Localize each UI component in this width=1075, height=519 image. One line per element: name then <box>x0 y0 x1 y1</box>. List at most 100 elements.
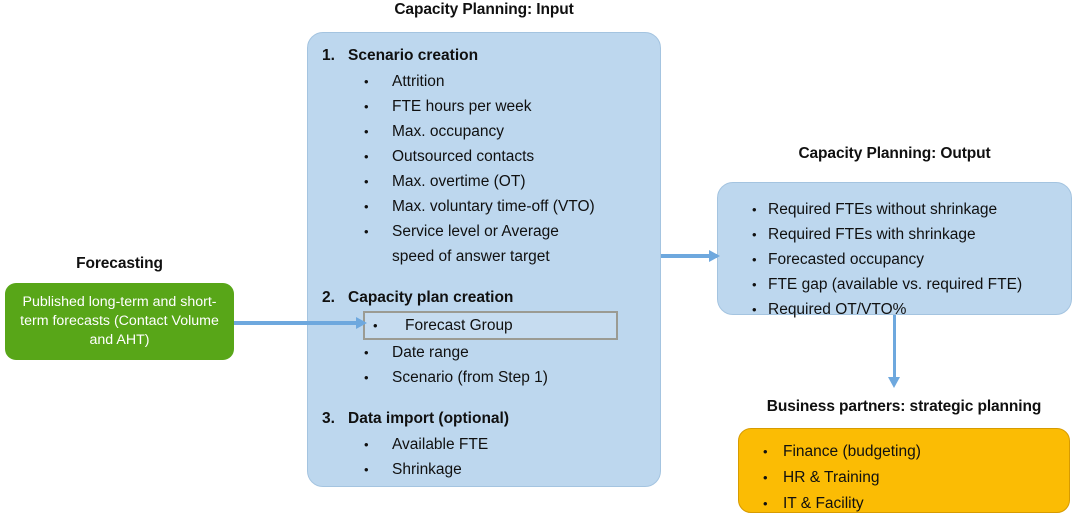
heading-capacity-planning-input: Capacity Planning: Input <box>394 1 574 18</box>
input-step-item-line1: Max. voluntary time-off (VTO) <box>392 198 595 215</box>
partner-item-label: Finance (budgeting) <box>783 443 921 460</box>
bullet-icon: • <box>763 444 768 459</box>
input-step-heading: 1. Scenario creation <box>322 43 652 69</box>
partner-item-label: HR & Training <box>783 469 880 486</box>
input-step-item: • FTE hours per week <box>322 94 652 119</box>
input-step-item: • Service level or Average speed of answer… <box>322 219 652 269</box>
step-spacer <box>322 390 652 406</box>
arrow-output-to-partners-line <box>893 315 896 381</box>
capacity-planning-input-box: 1. Scenario creation • Attrition • FTE hours … <box>307 32 661 487</box>
input-step-item-line1: Available FTE <box>392 436 489 453</box>
input-step-item: • Max. overtime (OT) <box>322 169 652 194</box>
input-step-item: • Date range <box>322 340 652 365</box>
input-step-item-label: Outsourced contacts <box>392 144 652 169</box>
input-step-item-label: Max. overtime (OT) <box>392 169 652 194</box>
input-step-title: Scenario creation <box>348 47 479 64</box>
input-step-title: Data import (optional) <box>348 410 510 427</box>
business-partners-box: • Finance (budgeting) •HR & Training • IT & … <box>738 428 1070 513</box>
input-step-item-line1: Forecast Group <box>405 317 513 334</box>
partners-items-list: • Finance (budgeting) •HR & Training • IT & … <box>739 429 1069 512</box>
heading-forecasting: Forecasting <box>76 255 163 272</box>
bullet-icon: • <box>364 370 369 385</box>
input-step-item-label: Max. voluntary time-off (VTO) <box>392 194 652 219</box>
input-step-item: • Max. occupancy <box>322 119 652 144</box>
partner-item: • IT & Facility <box>751 491 1059 517</box>
input-step-sublist: • Attrition • FTE hours per week • Max. occup… <box>322 69 652 269</box>
bullet-icon: • <box>364 174 369 189</box>
input-step-item-line1: Service level or Average <box>392 223 559 240</box>
partner-item-label: IT & Facility <box>783 495 864 512</box>
input-step-item-line1: Attrition <box>392 73 445 90</box>
arrow-input-to-output-line <box>661 254 717 258</box>
bullet-icon: • <box>364 345 369 360</box>
input-step-item: • Attrition <box>322 69 652 94</box>
capacity-planning-output-box: •Required FTEs without shrinkage•Require… <box>717 182 1072 318</box>
output-items-list: •Required FTEs without shrinkage•Require… <box>718 183 1071 318</box>
bullet-icon: • <box>364 74 369 89</box>
input-step-item-line1: Outsourced contacts <box>392 148 535 165</box>
output-item-label: Required OT/VTO% <box>768 301 907 318</box>
forecasting-box-text: Published long-term and short-term forec… <box>20 294 219 348</box>
forecast-group-highlighted-row[interactable]: •Forecast Group <box>363 311 618 340</box>
input-step-item-line2: speed of answer target <box>392 248 550 265</box>
input-step-item-line1: Max. occupancy <box>392 123 504 140</box>
input-step-item-label: Service level or Average speed of answer … <box>392 219 652 269</box>
bullet-icon: • <box>364 437 369 452</box>
bullet-icon: • <box>364 124 369 139</box>
arrow-forecasting-to-input-head <box>356 317 367 329</box>
output-item-label: Required FTEs with shrinkage <box>768 226 976 243</box>
output-item: •Forecasted occupancy <box>734 247 1061 272</box>
arrow-forecasting-to-input-line <box>234 321 360 325</box>
bullet-icon: • <box>364 462 369 477</box>
bullet-icon: • <box>752 302 757 317</box>
input-step-heading: 2. Capacity plan creation <box>322 285 652 311</box>
output-item: • Required OT/VTO% <box>734 297 1061 322</box>
bullet-icon: • <box>364 224 369 239</box>
bullet-icon: • <box>364 99 369 114</box>
input-step-item-label: FTE hours per week <box>392 94 652 119</box>
bullet-icon: • <box>364 199 369 214</box>
input-step-item: • Available FTE <box>322 432 652 457</box>
partner-item: • Finance (budgeting) <box>751 439 1059 465</box>
input-step-heading: 3. Data import (optional) <box>322 406 652 432</box>
bullet-icon: • <box>364 149 369 164</box>
output-item-label: Forecasted occupancy <box>768 251 924 268</box>
heading-capacity-planning-output: Capacity Planning: Output <box>798 145 991 162</box>
output-item: •FTE gap (available vs. required FTE) <box>734 272 1061 297</box>
output-item: •Required FTEs with shrinkage <box>734 222 1061 247</box>
input-step-item: • Shrinkage <box>322 457 652 482</box>
step-spacer <box>322 269 652 285</box>
output-item: •Required FTEs without shrinkage <box>734 197 1061 222</box>
heading-business-partners: Business partners: strategic planning <box>766 398 1042 415</box>
input-step-item-label: Max. occupancy <box>392 119 652 144</box>
input-step-item-line1: FTE hours per week <box>392 98 532 115</box>
input-step-item-line1: Scenario (from Step 1) <box>392 369 548 386</box>
bullet-icon: • <box>763 496 768 511</box>
input-step: 3. Data import (optional) • Available FTE • S… <box>322 406 652 482</box>
input-step-item-label: Scenario (from Step 1) <box>392 365 652 390</box>
partner-item: •HR & Training <box>751 465 1059 491</box>
input-step-item-label: Available FTE <box>392 432 652 457</box>
input-step-title: Capacity plan creation <box>348 289 514 306</box>
input-step-sublist: •Forecast Group • Date range • Scenario (fro… <box>322 311 652 390</box>
input-step-index: 1. <box>322 47 335 64</box>
input-step-item-line1: Date range <box>392 344 469 361</box>
input-step: 2.Capacity plan creation•Forecast Group•… <box>322 285 652 390</box>
forecasting-box: Published long-term and short-term forec… <box>5 283 234 360</box>
input-step: 1. Scenario creation • Attrition • FTE hours … <box>322 43 652 269</box>
input-step-index: 2. <box>322 289 335 306</box>
output-item-label: FTE gap (available vs. required FTE) <box>768 276 1023 293</box>
input-step-item-label: Attrition <box>392 69 652 94</box>
input-step-item-line1: Max. overtime (OT) <box>392 173 526 190</box>
input-step-index: 3. <box>322 410 335 427</box>
input-steps-list: 1. Scenario creation • Attrition • FTE hours … <box>308 33 660 486</box>
input-step-item-label: Forecast Group <box>405 313 616 338</box>
input-step-item-label: Shrinkage <box>392 457 652 482</box>
arrow-input-to-output-head <box>709 250 720 262</box>
input-step-item: • Outsourced contacts <box>322 144 652 169</box>
bullet-icon: • <box>752 202 757 217</box>
input-step-sublist: • Available FTE • Shrinkage <box>322 432 652 482</box>
arrow-output-to-partners-head <box>888 377 900 388</box>
input-step-item: • Scenario (from Step 1) <box>322 365 652 390</box>
